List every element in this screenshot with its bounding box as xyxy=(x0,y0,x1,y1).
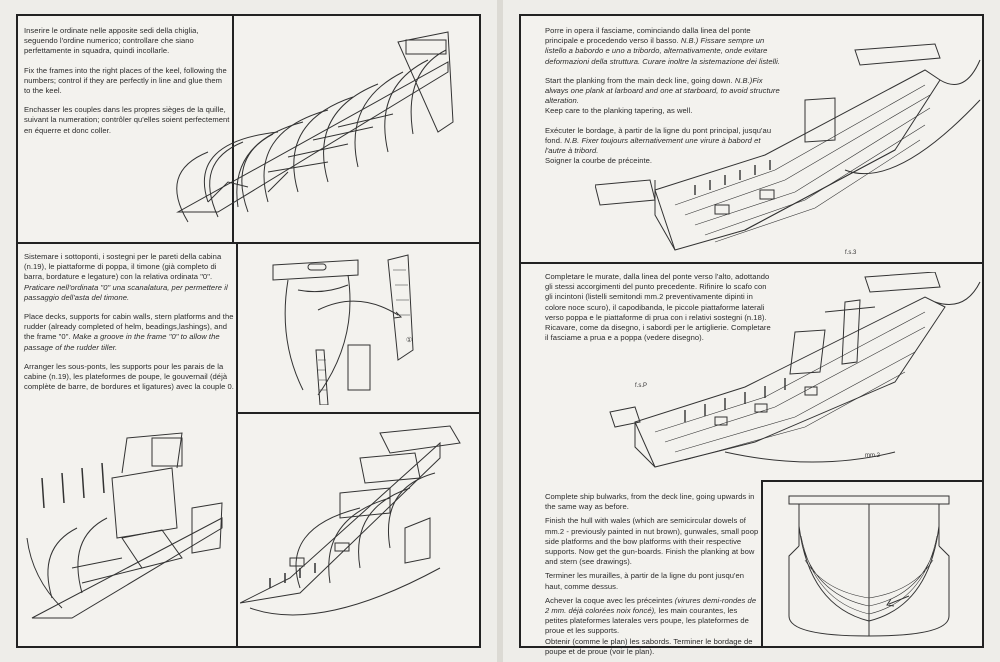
divider xyxy=(232,16,234,242)
step3-french: Exécuter le bordage, à partir de la lign… xyxy=(545,125,772,145)
rudder-label: ① xyxy=(406,336,412,344)
step2-english-note: Make a groove in the frame "0" to allow … xyxy=(24,332,220,352)
step1-english: Fix the frames into the right places of … xyxy=(24,65,227,96)
label-fsp: f.s.P xyxy=(635,383,647,389)
step-text-planking: Porre in opera il fasciame, cominciando … xyxy=(545,26,780,196)
divider xyxy=(761,480,763,646)
step5-french-3: Obtenir (comme le plan) les sabords. Ter… xyxy=(545,636,753,656)
step-text-decks: Sistemare i sottoponti, i sostegni per l… xyxy=(24,252,234,422)
step5-french-2b: (virures demi-rondes de 2 mm. déjà color… xyxy=(545,595,757,616)
divider xyxy=(236,414,238,646)
step3-english: Start the planking from the main deck li… xyxy=(545,75,733,85)
divider xyxy=(18,242,479,244)
step-text-finish: Complete ship bulwarks, from the deck li… xyxy=(545,492,759,656)
step3-french-note: N.B. Fixer toujours alternativement une … xyxy=(545,135,761,156)
left-page-frame: Inserire le ordinate nelle apposite sedi… xyxy=(16,14,481,648)
step5-english: Complete ship bulwarks, from the deck li… xyxy=(545,492,755,512)
step5-french-2a: Achever la coque avec les préceintes xyxy=(545,595,673,605)
drawing-planked-hull: f.s.3 xyxy=(595,43,981,256)
label-mm2: mm.2 xyxy=(865,453,881,459)
step-text-frames: Inserire le ordinate nelle apposite sedi… xyxy=(24,26,230,246)
drawing-bulwarks-hull: f.s.P mm.2 xyxy=(609,272,981,468)
label-fs3: f.s.3 xyxy=(845,250,857,256)
step3-french-2: Soigner la courbe de préceinte. xyxy=(545,156,653,166)
book-gutter xyxy=(497,0,503,662)
rudder-panel: ① xyxy=(236,244,479,414)
step3-english-note: N.B.)Fix always one plank at larboard an… xyxy=(545,75,780,106)
step-text-bulwarks: Completare le murate, dalla linea del po… xyxy=(545,272,775,382)
step5-english-2: Finish the hull with wales (which are se… xyxy=(545,516,759,567)
drawing-decks-stern xyxy=(26,432,223,619)
right-page: Porre in opera il fasciame, cominciando … xyxy=(503,0,1000,662)
right-page-frame: Porre in opera il fasciame, cominciando … xyxy=(519,14,984,656)
left-page: Inserire le ordinate nelle apposite sedi… xyxy=(0,0,497,662)
step5-french: Terminer les murailles, à partir de la l… xyxy=(545,571,745,591)
step3-english-2: Keep care to the planking tapering, as w… xyxy=(545,106,693,116)
step3-italian-note: N.B.) Fissare sempre un listello a babor… xyxy=(545,36,780,66)
drawing-rudder-frame: ① xyxy=(272,254,414,405)
drawing-stern-planking xyxy=(788,495,950,637)
step3-italian: Porre in opera il fasciame, cominciando … xyxy=(545,26,751,46)
drawing-keel-frames xyxy=(176,31,454,223)
step2-italian-note: Praticare nell'ordinata "0" una scanalat… xyxy=(24,282,228,302)
step2-english: Place decks, supports for cabin walls, s… xyxy=(24,312,234,342)
step2-italian: Sistemare i sottoponti, i sostegni per l… xyxy=(24,252,222,282)
step2-french: Arranger les sous-ponts, les supports po… xyxy=(24,361,234,392)
divider xyxy=(521,262,982,264)
divider xyxy=(761,480,982,482)
drawing-hull-platforms xyxy=(240,425,461,616)
step5-french-2c: les main courantes, les petites platefor… xyxy=(545,606,749,636)
step4-italian: Completare le murate, dalla linea del po… xyxy=(545,272,771,343)
step1-french: Enchasser les couples dans les propres s… xyxy=(24,105,230,135)
step1-italian: Inserire le ordinate nelle apposite sedi… xyxy=(24,26,199,56)
